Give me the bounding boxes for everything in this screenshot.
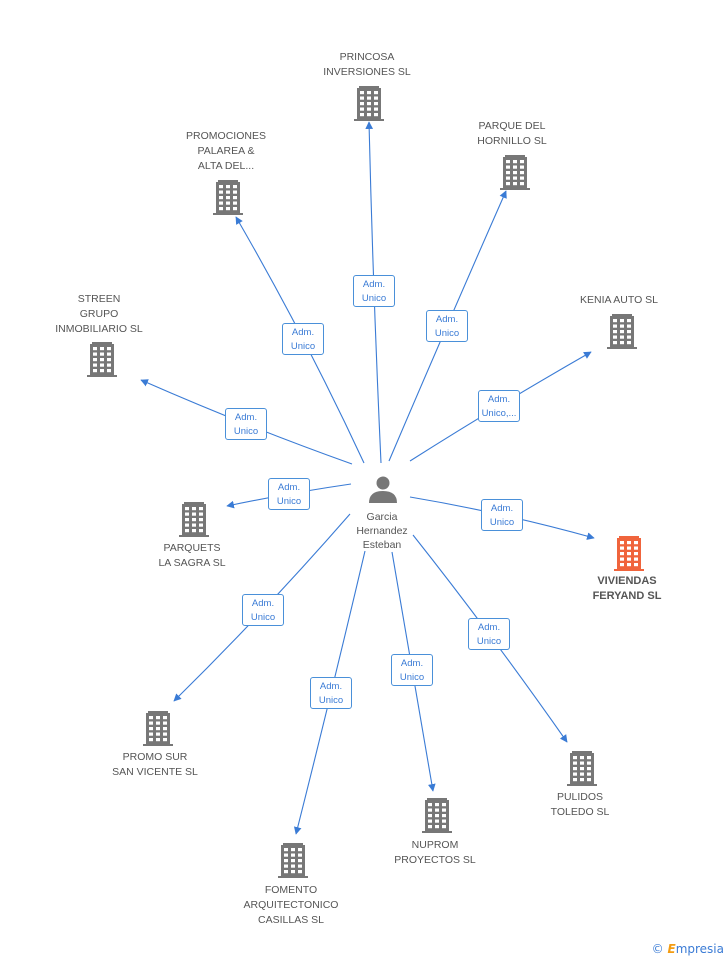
princosa-building-icon[interactable] (354, 86, 384, 121)
company-label-princosa[interactable]: PRINCOSA INVERSIONES SL (323, 51, 411, 78)
fomento-building-icon[interactable] (278, 843, 308, 878)
role-label-pulidos[interactable]: Adm. Unico (468, 618, 510, 650)
copyright-symbol: © (651, 942, 664, 956)
role-label-fomento[interactable]: Adm. Unico (310, 677, 352, 709)
company-label-kenia[interactable]: KENIA AUTO SL (579, 294, 658, 306)
company-label-fomento[interactable]: FOMENTO ARQUITECTONICO CASILLAS SL (243, 884, 339, 926)
company-label-streen[interactable]: STREEN GRUPO INMOBILIARIO SL (55, 293, 143, 335)
person-icon[interactable] (369, 476, 397, 504)
person-name[interactable]: Garcia Hernandez Esteban (356, 511, 408, 551)
brand-name: mpresia (675, 942, 724, 956)
pulidos-building-icon[interactable] (567, 751, 597, 786)
role-label-kenia[interactable]: Adm. Unico,... (478, 390, 520, 422)
empresia-logo: © Empresia (652, 942, 724, 956)
parque-building-icon[interactable] (500, 155, 530, 190)
brand-initial: E (667, 942, 676, 956)
company-label-parquets[interactable]: PARQUETS LA SAGRA SL (158, 542, 226, 569)
company-label-pulidos[interactable]: PULIDOS TOLEDO SL (550, 791, 610, 818)
company-label-viviendas[interactable]: VIVIENDAS FERYAND SL (592, 575, 662, 602)
role-label-parquets[interactable]: Adm. Unico (268, 478, 310, 510)
company-label-nuprom[interactable]: NUPROM PROYECTOS SL (394, 839, 476, 866)
company-label-promosur[interactable]: PROMO SUR SAN VICENTE SL (112, 751, 198, 778)
role-label-promosur[interactable]: Adm. Unico (242, 594, 284, 626)
role-label-promociones[interactable]: Adm. Unico (282, 323, 324, 355)
role-label-streen[interactable]: Adm. Unico (225, 408, 267, 440)
promosur-building-icon[interactable] (143, 711, 173, 746)
nuprom-building-icon[interactable] (422, 798, 452, 833)
role-label-nuprom[interactable]: Adm. Unico (391, 654, 433, 686)
kenia-building-icon[interactable] (607, 314, 637, 349)
role-label-viviendas[interactable]: Adm. Unico (481, 499, 523, 531)
promociones-building-icon[interactable] (213, 180, 243, 215)
parquets-building-icon[interactable] (179, 502, 209, 537)
company-label-promociones[interactable]: PROMOCIONES PALAREA & ALTA DEL... (186, 130, 266, 172)
role-label-parque[interactable]: Adm. Unico (426, 310, 468, 342)
role-label-princosa[interactable]: Adm. Unico (353, 275, 395, 307)
viviendas-building-icon[interactable] (614, 536, 644, 571)
streen-building-icon[interactable] (87, 342, 117, 377)
company-label-parque[interactable]: PARQUE DEL HORNILLO SL (477, 120, 547, 147)
